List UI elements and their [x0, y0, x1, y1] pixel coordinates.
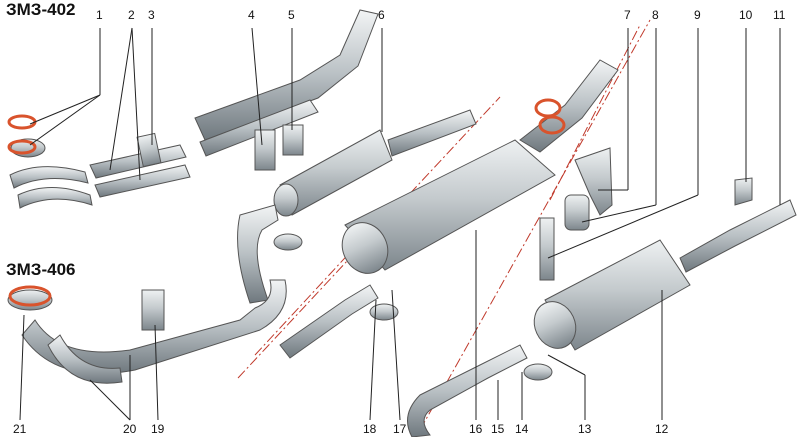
callout-11: 11: [773, 8, 786, 22]
callout-2: 2: [128, 8, 135, 22]
callout-10: 10: [739, 8, 753, 22]
front-pipe-402: [7, 114, 93, 209]
callout-9: 9: [694, 8, 701, 22]
callout-21: 21: [13, 422, 27, 436]
rear-muffler: [407, 199, 797, 438]
callout-14: 14: [515, 422, 529, 436]
y-pipe-402: [194, 9, 379, 171]
callout-numbers: 1 2 3 4 5 6 7 8 9 10 11 12 13 14 15 16 1…: [13, 8, 786, 436]
front-pipe-406: [7, 279, 287, 384]
callout-20: 20: [123, 422, 137, 436]
engine-label-402: ЗМЗ-402: [6, 0, 76, 19]
leader-lines: [19, 27, 781, 421]
callout-16: 16: [469, 422, 483, 436]
callout-19: 19: [151, 422, 165, 436]
callout-6: 6: [378, 8, 385, 22]
additional-muffler: [237, 109, 477, 304]
callout-15: 15: [491, 422, 505, 436]
callout-18: 18: [363, 422, 377, 436]
mounting-brackets: [539, 147, 753, 281]
callout-4: 4: [248, 8, 255, 22]
intermediate-pipes-402: [89, 132, 191, 198]
callout-8: 8: [652, 8, 659, 22]
callout-5: 5: [288, 8, 295, 22]
main-muffler: [279, 59, 619, 359]
clamps: [273, 233, 553, 381]
callout-13: 13: [578, 422, 592, 436]
callout-17: 17: [393, 422, 407, 436]
callout-12: 12: [655, 422, 669, 436]
engine-label-406: ЗМЗ-406: [6, 260, 76, 279]
callout-7: 7: [624, 8, 631, 22]
callout-1: 1: [96, 8, 103, 22]
callout-3: 3: [148, 8, 155, 22]
